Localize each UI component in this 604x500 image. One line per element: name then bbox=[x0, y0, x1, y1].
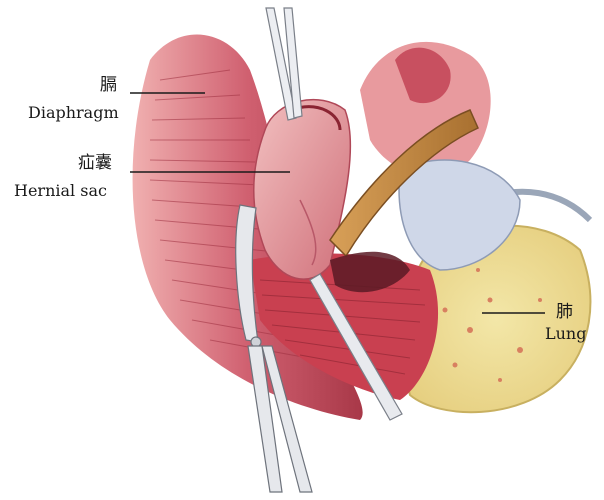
pleural-cavity bbox=[398, 159, 521, 271]
rib-structure bbox=[329, 109, 479, 258]
hernial-sac-label-en: Hernial sac bbox=[14, 181, 107, 200]
forceps-icon bbox=[265, 7, 303, 121]
hiatus-opening bbox=[330, 251, 410, 293]
diaphragm-label-en: Diaphragm bbox=[28, 103, 119, 122]
hernial-sac bbox=[253, 98, 352, 280]
lung-label-en: Lung bbox=[545, 324, 587, 343]
organ-mass-upper bbox=[360, 41, 491, 177]
diaphragm-label-cn: 膈 bbox=[100, 75, 117, 95]
hernial-sac-label-cn: 疝囊 bbox=[78, 153, 112, 173]
lung-label-cn: 肺 bbox=[556, 302, 573, 322]
retractor-icon bbox=[309, 273, 403, 421]
lung-region bbox=[400, 188, 593, 414]
scissors-icon bbox=[235, 204, 313, 493]
